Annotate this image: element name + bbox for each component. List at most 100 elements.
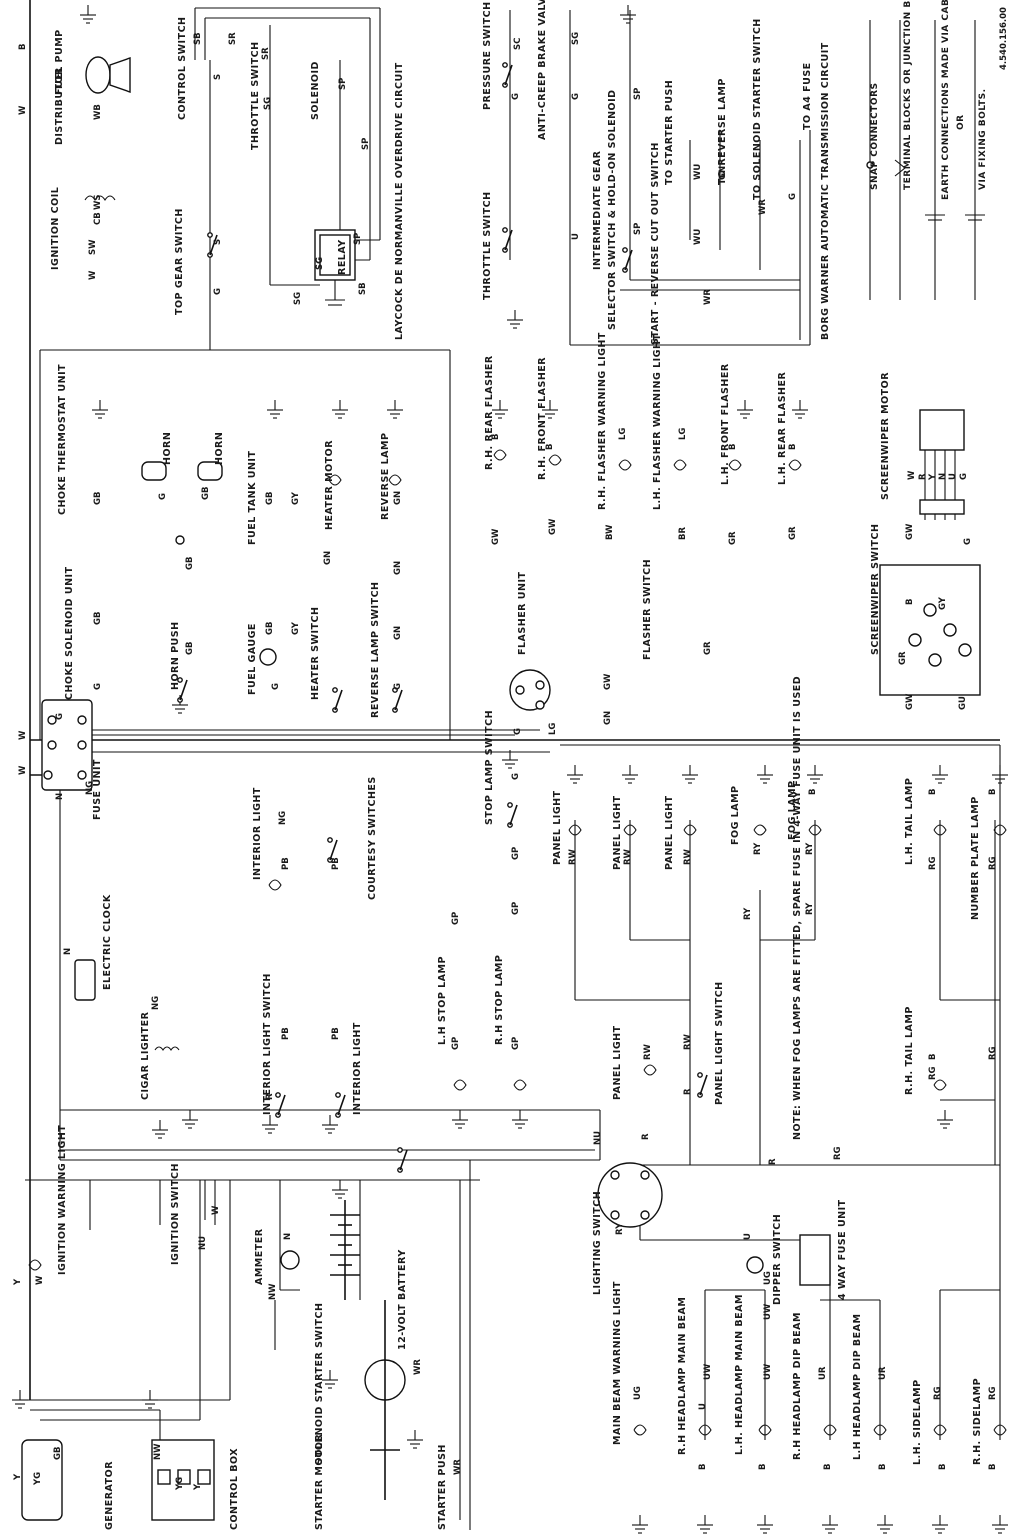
wire-code-gw: GW xyxy=(491,528,501,545)
wire-code-b: B xyxy=(491,434,501,440)
fuse-unit-label: FUSE UNIT xyxy=(92,759,103,820)
to-solenoid-label: TO SOLENOID STARTER SWITCH xyxy=(752,18,763,200)
panel-light-4-label: PANEL LIGHT xyxy=(612,1025,623,1100)
bulb-icon xyxy=(388,474,402,486)
wire-code-pb: PB xyxy=(281,857,291,870)
earth-icon xyxy=(937,1110,953,1129)
switch-icon xyxy=(327,837,338,863)
legend-terminal-label: TERMINAL BLOCKS OR JUNCTION BOX xyxy=(903,0,913,190)
earth-icon xyxy=(262,1115,278,1134)
earth-icon xyxy=(822,1515,838,1534)
top-gear-switch-label: TOP GEAR SWITCH xyxy=(174,208,185,315)
switch-icon xyxy=(177,677,188,703)
wire-code-n: N xyxy=(938,473,948,480)
bulb-icon xyxy=(28,1259,42,1271)
pressure-switch-label: PRESSURE SWITCH xyxy=(482,1,493,110)
wire-code-rw: RW xyxy=(683,848,693,865)
earth-icon xyxy=(80,5,96,24)
bulb-icon xyxy=(268,879,282,891)
wire-code-gb: GB xyxy=(265,492,275,505)
rh-rear-flasher-label: R.H. REAR FLASHER xyxy=(484,355,495,470)
starter-motor-label: STARTER MOTOR xyxy=(314,1433,325,1530)
rh-sidelamp-label: R.H. SIDELAMP xyxy=(972,1378,983,1465)
earth-icon xyxy=(807,765,823,784)
earth-icon xyxy=(932,1515,948,1534)
ignition-switch-label: IGNITION SWITCH xyxy=(170,1163,181,1265)
wire-code-b: B xyxy=(938,1464,948,1470)
panel-light-switch-label: PANEL LIGHT SWITCH xyxy=(714,981,725,1105)
wire-code-wu: WU xyxy=(693,164,703,180)
wire-code-gn: GN xyxy=(323,551,333,565)
switch-icon xyxy=(502,227,513,253)
wire-code-n: N xyxy=(283,1233,293,1240)
wire-code-rg: RG xyxy=(988,856,998,870)
earth-icon xyxy=(757,765,773,784)
bulb-icon xyxy=(633,1424,647,1436)
legend-labels: SNAP CONNECTORS TERMINAL BLOCKS OR JUNCT… xyxy=(870,0,1009,200)
control-switch-label: CONTROL SWITCH xyxy=(177,17,188,121)
screenwiper-switch-label: SCREENWIPER SWITCH xyxy=(870,524,881,655)
wire-code-gb: GB xyxy=(53,1447,63,1460)
wire-code-pb: PB xyxy=(331,857,341,870)
wire-code-r: R xyxy=(683,1088,693,1095)
wire-code-u: U xyxy=(698,1403,708,1410)
main-beam-warning-label: MAIN BEAM WARNING LIGHT xyxy=(612,1281,623,1445)
wire-code-ng: NG xyxy=(151,996,161,1010)
lh-front-flasher-label: L.H. FRONT FLASHER xyxy=(720,363,731,485)
lh-rear-flasher-label: L.H. REAR FLASHER xyxy=(777,372,788,485)
rh-dip-beam-label: R.H HEADLAMP DIP BEAM xyxy=(792,1312,803,1460)
wire-code-gr: GR xyxy=(788,526,798,540)
wire-code-b: B xyxy=(545,444,555,450)
wire-code-ry: RY xyxy=(615,1222,625,1235)
wire-code-rw: RW xyxy=(568,848,578,865)
wire-code-gw: GW xyxy=(905,693,915,710)
wire-code-wr: WR xyxy=(758,199,768,215)
wire-code-b: B xyxy=(808,789,818,795)
wire-code-pb: PB xyxy=(331,1027,341,1040)
wire-code-g: G xyxy=(55,713,65,720)
wire-code-b: B xyxy=(928,789,938,795)
earth-icon xyxy=(182,1110,198,1129)
choke-thermostat-label: CHOKE THERMOSTAT UNIT xyxy=(57,364,68,515)
wire-code-gn: GN xyxy=(393,561,403,575)
wire-code-sc: SC xyxy=(513,38,523,50)
rh-flasher-warning-label: R.H. FLASHER WARNING LIGHT xyxy=(597,332,608,510)
wire-code-uw: UW xyxy=(703,1363,713,1380)
wire-code-y: Y xyxy=(13,1278,23,1286)
bulb-icon xyxy=(568,824,582,836)
wire-code-n: N xyxy=(63,948,73,955)
earth-icon xyxy=(697,1515,713,1534)
wire-code-nu: NU xyxy=(198,1236,208,1250)
screenwiper-motor-label: SCREENWIPER MOTOR xyxy=(880,372,891,500)
cigar-lighter-label: CIGAR LIGHTER xyxy=(140,1011,151,1100)
lh-tail-lamp-label: L.H. TAIL LAMP xyxy=(904,778,915,865)
wire-code-g: G xyxy=(959,473,969,480)
wire-code-gr: GR xyxy=(898,651,908,665)
bulb-icon xyxy=(753,824,767,836)
wire-code-rw: RW xyxy=(683,1033,693,1050)
lh-dip-beam-label: L.H HEADLAMP DIP BEAM xyxy=(852,1314,863,1460)
wire-code-sp: SP xyxy=(361,138,371,150)
wire-code-b: B xyxy=(823,1464,833,1470)
earth-icon xyxy=(992,765,1008,784)
wire-code-rw: RW xyxy=(623,848,633,865)
bulb-icon xyxy=(808,824,822,836)
battery-label: 12-VOLT BATTERY xyxy=(397,1249,408,1350)
switch-symbols xyxy=(177,62,708,1173)
fuel-pump-label: FUEL PUMP xyxy=(54,29,65,95)
switch-icon xyxy=(332,687,343,713)
borg-warner-circuit xyxy=(509,10,811,346)
starter-push-label: STARTER PUSH xyxy=(437,1444,448,1530)
wire-code-nw: NW xyxy=(153,1443,163,1460)
wire-code-gp: GP xyxy=(511,1037,521,1050)
bulb-icon xyxy=(728,459,742,471)
bulb-icon xyxy=(493,449,507,461)
wire-code-uw: UW xyxy=(763,1303,773,1320)
wire-code-gw: GW xyxy=(548,518,558,535)
control-box-label: CONTROL BOX xyxy=(229,1448,240,1530)
wire-code-u: U xyxy=(571,233,581,240)
bulb-icon xyxy=(933,1424,947,1436)
stop-lamp-switch-label: STOP LAMP SWITCH xyxy=(484,710,495,825)
panel-light-2-label: PANEL LIGHT xyxy=(612,795,623,870)
